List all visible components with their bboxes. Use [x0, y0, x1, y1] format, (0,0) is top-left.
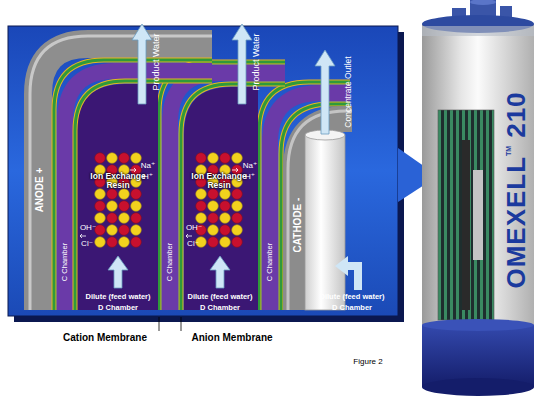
- anode-plate: [38, 44, 212, 310]
- part-label: H⁺: [245, 173, 255, 182]
- membrane-edge: [75, 81, 212, 310]
- module-spacer: [473, 170, 483, 260]
- part-label: C Chamber: [166, 243, 174, 281]
- node-text-group: Ion Exchange Resin: [84, 172, 152, 192]
- dilute-chamber: [77, 84, 158, 310]
- cross-section-panel: [8, 26, 398, 316]
- flow-arrow: [347, 266, 358, 290]
- part-label: D Chamber: [332, 304, 372, 312]
- dilute-chamber: [184, 87, 258, 310]
- flow-arrow: [232, 24, 252, 104]
- diagram-node: CATHODE -: [283, 170, 309, 310]
- flow-arrow: [315, 50, 335, 134]
- module-port-top: [470, 0, 496, 5]
- module-base-bottom: [422, 378, 534, 396]
- node-label: OMEXELL: [502, 156, 531, 289]
- cation-membrane: [181, 84, 285, 310]
- node-text-group: CATHODE -: [287, 198, 305, 253]
- node-text-group: ANODE +: [29, 168, 47, 213]
- resin-beads: [195, 152, 243, 248]
- diagram-node: ANODE +: [24, 94, 52, 310]
- module-body: [422, 24, 534, 330]
- membrane-edge: [181, 84, 285, 310]
- module-rim: [422, 26, 534, 36]
- module-base: [422, 325, 534, 387]
- part-label: Concentrate Outlet: [344, 56, 353, 127]
- ion-arrow: [186, 234, 192, 238]
- diagram-node: OMEXELLTM 210: [420, 20, 534, 390]
- flow-arrow: [132, 24, 152, 104]
- part-label: Na⁺: [243, 162, 257, 171]
- node-label: Ion Exchange Resin: [185, 172, 253, 191]
- node-label: Ion Exchange Resin: [84, 172, 152, 191]
- figure-caption: Figure 2: [353, 358, 382, 367]
- leader-line: [181, 317, 182, 331]
- node-label: TM: [505, 146, 513, 156]
- flow-arrow-head: [335, 256, 348, 276]
- concentrate-chamber: [170, 73, 285, 310]
- concentrate-pipe: [305, 135, 345, 310]
- part-label: Cation Membrane: [63, 332, 147, 343]
- part-label: Cl⁻: [187, 240, 199, 249]
- node-label: 210: [502, 91, 531, 137]
- anion-membrane: [159, 62, 285, 310]
- membrane-edge: [54, 60, 212, 310]
- node-text-group: OMEXELLTM 210: [502, 91, 531, 288]
- part-label: Product Water: [252, 33, 262, 90]
- part-label: Dilute (feed water): [187, 293, 252, 301]
- cathode-plate: [296, 119, 352, 310]
- module-cutaway: [438, 110, 494, 320]
- part-label: Dilute (feed water): [85, 293, 150, 301]
- resin-beads: [94, 152, 142, 248]
- ion-arrow: [80, 234, 86, 238]
- part-label: OH⁻: [186, 224, 202, 233]
- flow-arrow: [210, 256, 230, 288]
- part-label: C Chamber: [266, 243, 274, 281]
- node-label: CATHODE -: [292, 198, 303, 253]
- membrane-edge: [159, 62, 285, 310]
- part-label: D Chamber: [98, 304, 138, 312]
- flow-arrow: [108, 256, 128, 288]
- part-label: Product Water: [152, 33, 162, 90]
- cation-membrane: [75, 81, 212, 310]
- part-label: OH⁻: [80, 224, 96, 233]
- leader-line: [159, 317, 160, 331]
- node-text-group: Ion Exchange Resin: [185, 172, 253, 192]
- node-label: ANODE +: [34, 168, 45, 213]
- part-label: Dilute (feed water): [319, 293, 384, 301]
- part-label: C Chamber: [61, 243, 69, 281]
- anode-highlight: [30, 36, 212, 310]
- module-electrode: [462, 140, 470, 310]
- part-label: D Chamber: [200, 304, 240, 312]
- part-label: H⁺: [143, 173, 153, 182]
- concentrate-chamber: [65, 71, 212, 310]
- part-label: Cl⁻: [81, 240, 93, 249]
- cathode-highlight: [288, 111, 352, 310]
- part-label: Na⁺: [141, 162, 155, 171]
- anion-membrane: [54, 60, 212, 310]
- module-base-top: [422, 319, 534, 331]
- part-label: Anion Membrane: [191, 332, 272, 343]
